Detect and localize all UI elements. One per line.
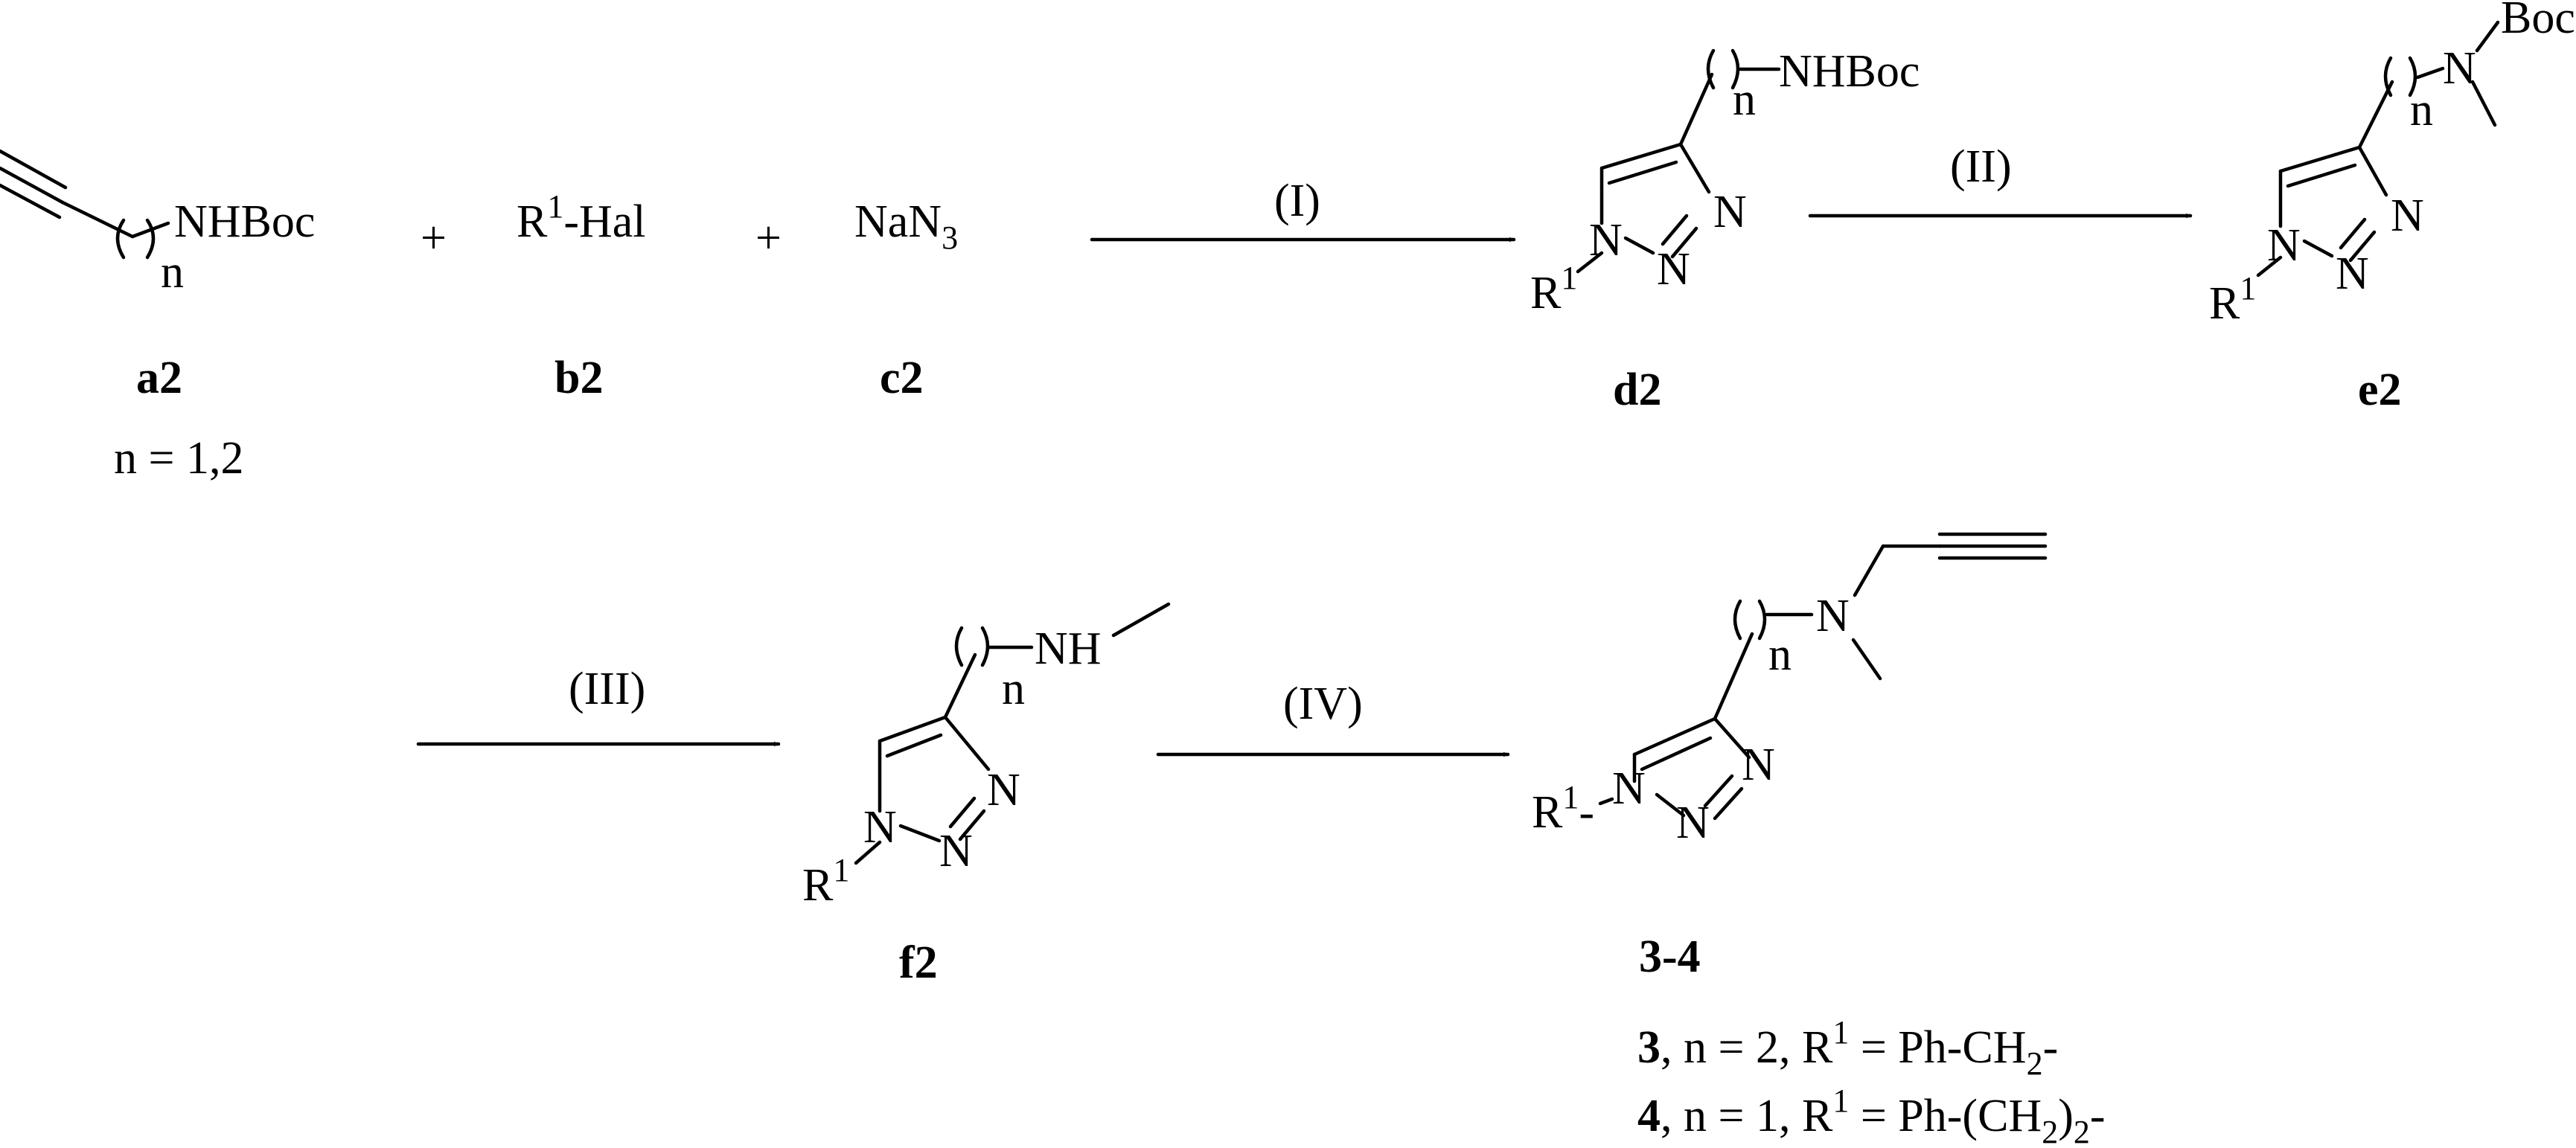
reaction-arrow-3: (III) [416,664,781,747]
chain-bracket-left [115,218,126,260]
chain-bracket-left [2383,56,2393,97]
ring-n2: N [2336,248,2369,299]
reaction-arrow-1: (I) [1090,176,1516,243]
r-group-label: R1- [1532,779,1594,838]
compound-label-d2: d2 [1613,365,1661,415]
compound-3-4: N n N N N R1- 3-4 [1532,532,2048,982]
product-4-definition: 4, n = 1, R1 = Ph-(CH2)2- [1637,1083,2106,1148]
r-group-label: R1 [2209,270,2256,329]
group-label: NHBoc [174,196,315,247]
compound-c2: NaN3 c2 [854,196,958,403]
n-subscript: n [161,247,184,298]
chain-bracket-left [954,626,964,667]
amine-n: N [2443,43,2476,94]
compound-label-f2: f2 [899,937,938,988]
ring-n3: N [987,765,1020,815]
r-group-label: R1 [802,852,849,911]
step-label-4: (IV) [1283,679,1363,729]
step-label-1: (I) [1274,176,1320,226]
ring-n1: N [1612,763,1646,814]
ring-n2: N [939,826,973,876]
amine-n: N [1816,591,1850,641]
triazole-ring [854,715,991,865]
chain-bracket-right [2408,56,2417,97]
chain-bracket-left [1733,599,1742,641]
chain-bracket-right [1730,48,1740,90]
ring-n3: N [2391,190,2424,241]
compound-label-3-4: 3-4 [1639,931,1701,982]
n-condition: n = 1,2 [114,433,243,484]
ring-n2: N [1657,244,1690,295]
compound-label-a2: a2 [136,353,182,403]
boc-label: Boc [2501,0,2575,43]
compound-label-c2: c2 [880,353,924,403]
n-subscript: n [1733,74,1756,125]
chain-bracket-right [145,218,156,260]
nh-label: NH [1035,623,1102,674]
alkyne-bonds [0,149,170,239]
compound-d2: NHBoc n N N N R1 d2 [1530,46,1920,415]
product-definitions: 3, n = 2, R1 = Ph-CH2- 4, n = 1, R1 = Ph… [1637,1014,2106,1148]
step-label-3: (III) [569,664,645,714]
ring-n1: N [863,802,897,853]
plus-sign-1: + [421,213,447,263]
triazole-ring [1598,716,1751,821]
r-group-label: R1 [1530,260,1577,318]
compound-label-b2: b2 [554,353,603,403]
compound-a2: NHBoc n a2 n = 1,2 [0,149,315,484]
chain-bracket-left [1706,48,1716,90]
ring-n3: N [1713,187,1747,237]
reaction-arrow-2: (II) [1808,141,2193,219]
chain-bracket-right [980,626,990,667]
triazole-ring [2256,145,2388,278]
plus-sign-2: + [755,213,782,263]
triazole-ring [1576,142,1711,274]
ring-n1: N [2267,220,2301,271]
compound-f2: NH n N N N R1 f2 [802,602,1171,988]
n-subscript: n [1002,664,1025,714]
compound-e2: N Boc n N N N R1 e2 [2209,0,2575,415]
reaction-arrow-4: (IV) [1156,679,1510,757]
compound-b2: R1-Hal b2 [517,188,646,403]
ring-n3: N [1742,740,1775,790]
chain-bracket-right [1757,599,1767,641]
n-subscript: n [2410,85,2433,135]
product-3-definition: 3, n = 2, R1 = Ph-CH2- [1637,1014,2058,1082]
n-subscript: n [1768,629,1792,680]
group-label: NHBoc [1779,46,1920,97]
ring-n2: N [1676,798,1710,848]
step-label-2: (II) [1950,141,2012,192]
sodium-azide-label: NaN3 [854,196,958,256]
r-group-label: R1-Hal [517,188,646,247]
ring-n1: N [1589,215,1623,266]
compound-label-e2: e2 [2358,365,2402,415]
